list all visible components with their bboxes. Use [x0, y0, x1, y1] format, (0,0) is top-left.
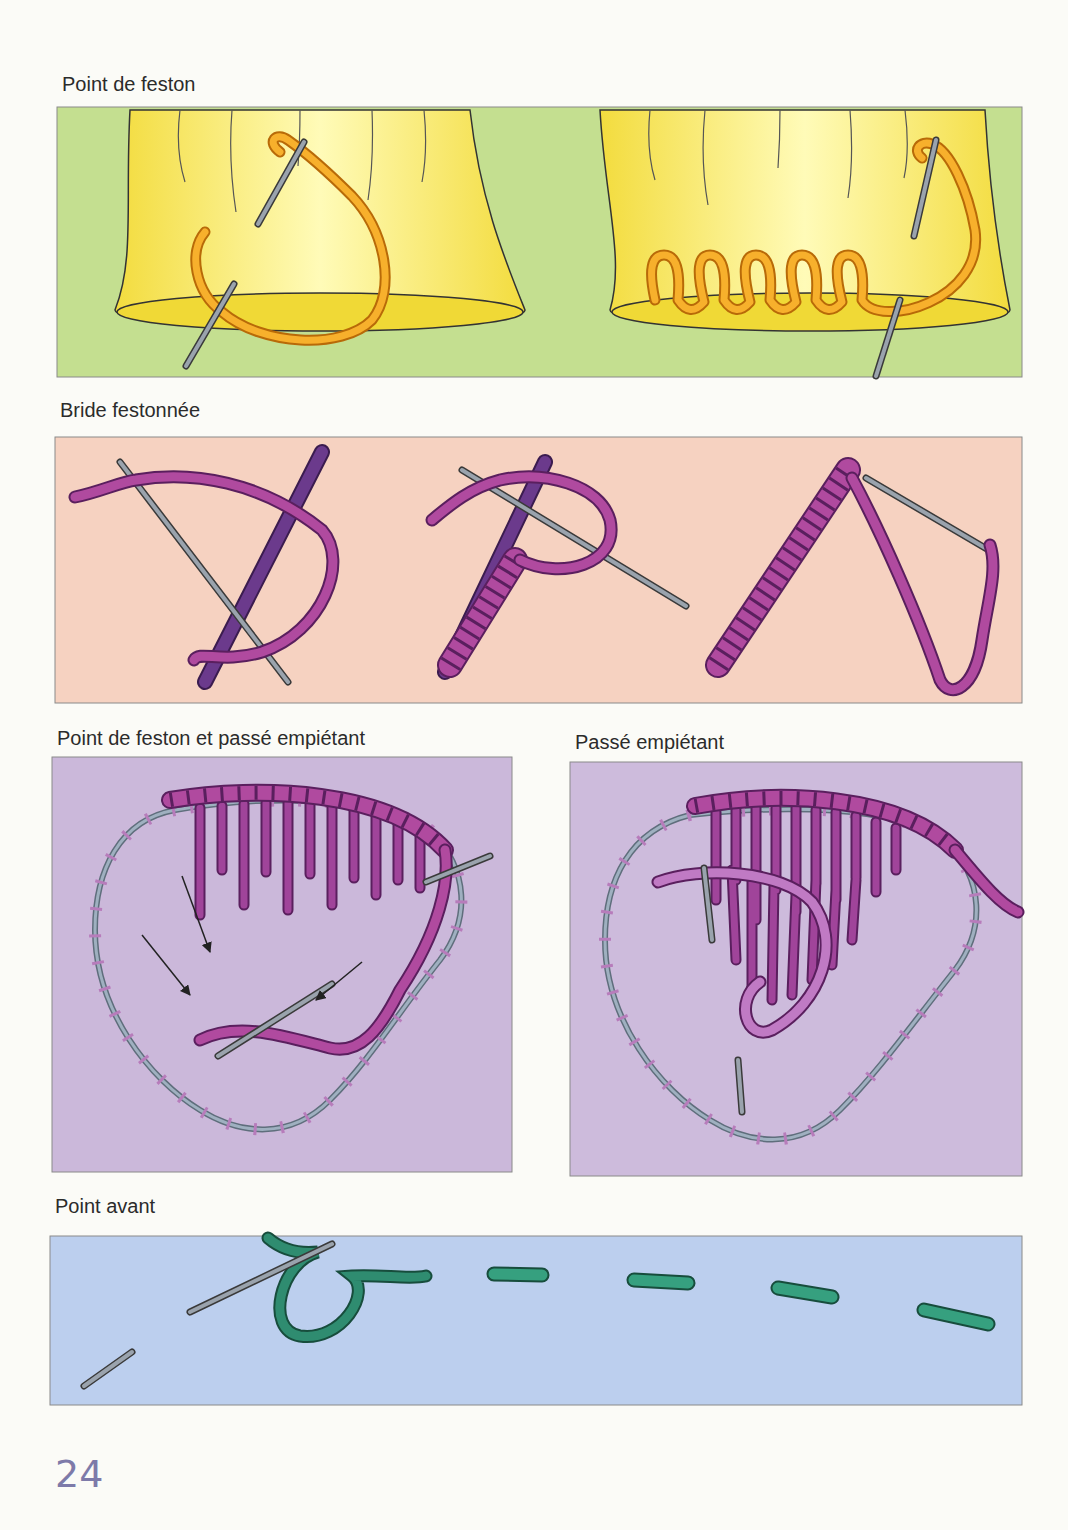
needle — [426, 856, 490, 882]
panel-ground — [52, 757, 512, 1172]
stitch-title: Point avant — [53, 1194, 157, 1218]
stitch-panel: Point avant — [50, 1194, 1022, 1405]
running-stitch — [494, 1274, 988, 1324]
thread — [852, 478, 993, 690]
thread — [955, 850, 1018, 912]
needle — [186, 284, 234, 366]
fabric-fold — [178, 110, 425, 212]
running-stitch-outline — [95, 800, 461, 1129]
needle — [218, 984, 332, 1056]
thread — [75, 477, 333, 660]
needle — [258, 142, 304, 224]
thread — [955, 850, 1018, 912]
thread — [200, 850, 446, 1049]
thread — [268, 1238, 426, 1336]
stitch-panel: Point de feston — [57, 72, 1022, 377]
panel-ground — [57, 107, 1022, 377]
thread — [852, 478, 993, 690]
needle — [186, 284, 234, 366]
panel-ground — [50, 1236, 1022, 1405]
stitch-title: Point de feston et passé empiétant — [55, 726, 367, 750]
wrapped-bar — [718, 470, 848, 665]
thread — [268, 1238, 426, 1336]
running-stitch — [494, 1274, 988, 1324]
needle — [258, 142, 304, 224]
thread — [200, 850, 446, 1049]
thread — [196, 137, 385, 341]
wrapped-bar — [450, 560, 515, 665]
needle — [218, 984, 332, 1056]
thread — [432, 477, 611, 569]
stitch-title: Point de feston — [60, 72, 197, 96]
running-stitch-outline — [95, 800, 461, 1129]
needle — [876, 300, 900, 376]
stitch-panel: Passé empiétant — [570, 730, 1022, 1176]
needle — [190, 1244, 332, 1312]
needle — [190, 1244, 332, 1312]
feston-edge — [170, 793, 445, 850]
thread — [658, 873, 826, 1032]
needle — [876, 300, 900, 376]
page-number: 24 — [55, 1452, 103, 1496]
feston-edge — [170, 793, 445, 850]
direction-arrow — [316, 962, 362, 1000]
needle — [914, 140, 936, 236]
panel-ground — [55, 437, 1022, 703]
stitch-tick — [95, 800, 461, 1129]
wrapped-bar — [450, 560, 515, 665]
stitch-panel: Bride festonnée — [55, 398, 1022, 703]
needle — [914, 140, 936, 236]
stitch-title: Bride festonnée — [58, 398, 202, 422]
feston-edge — [695, 798, 955, 850]
direction-arrow — [142, 935, 190, 995]
needle — [738, 1060, 742, 1112]
feston-edge — [695, 798, 955, 850]
fabric-hem — [117, 293, 523, 331]
wrapped-bar — [718, 470, 848, 665]
needle — [704, 868, 712, 940]
wrapped-bar — [718, 470, 848, 665]
needle — [738, 1060, 742, 1112]
stitch-title: Passé empiétant — [573, 730, 726, 754]
thread — [432, 477, 611, 569]
direction-arrow — [182, 876, 210, 952]
stitch-panel: Point de feston et passé empiétant — [52, 726, 512, 1172]
thread — [658, 873, 826, 1032]
needle — [704, 868, 712, 940]
thread — [75, 477, 333, 660]
needle — [84, 1352, 132, 1386]
needle — [426, 856, 490, 882]
feston-edge — [170, 793, 445, 850]
fabric-hem — [612, 293, 1008, 331]
wrapped-bar — [450, 560, 515, 665]
fabric-fold — [649, 110, 908, 205]
needle — [84, 1352, 132, 1386]
feston-edge — [695, 798, 955, 850]
panel-ground — [570, 762, 1022, 1176]
thread — [196, 137, 385, 341]
